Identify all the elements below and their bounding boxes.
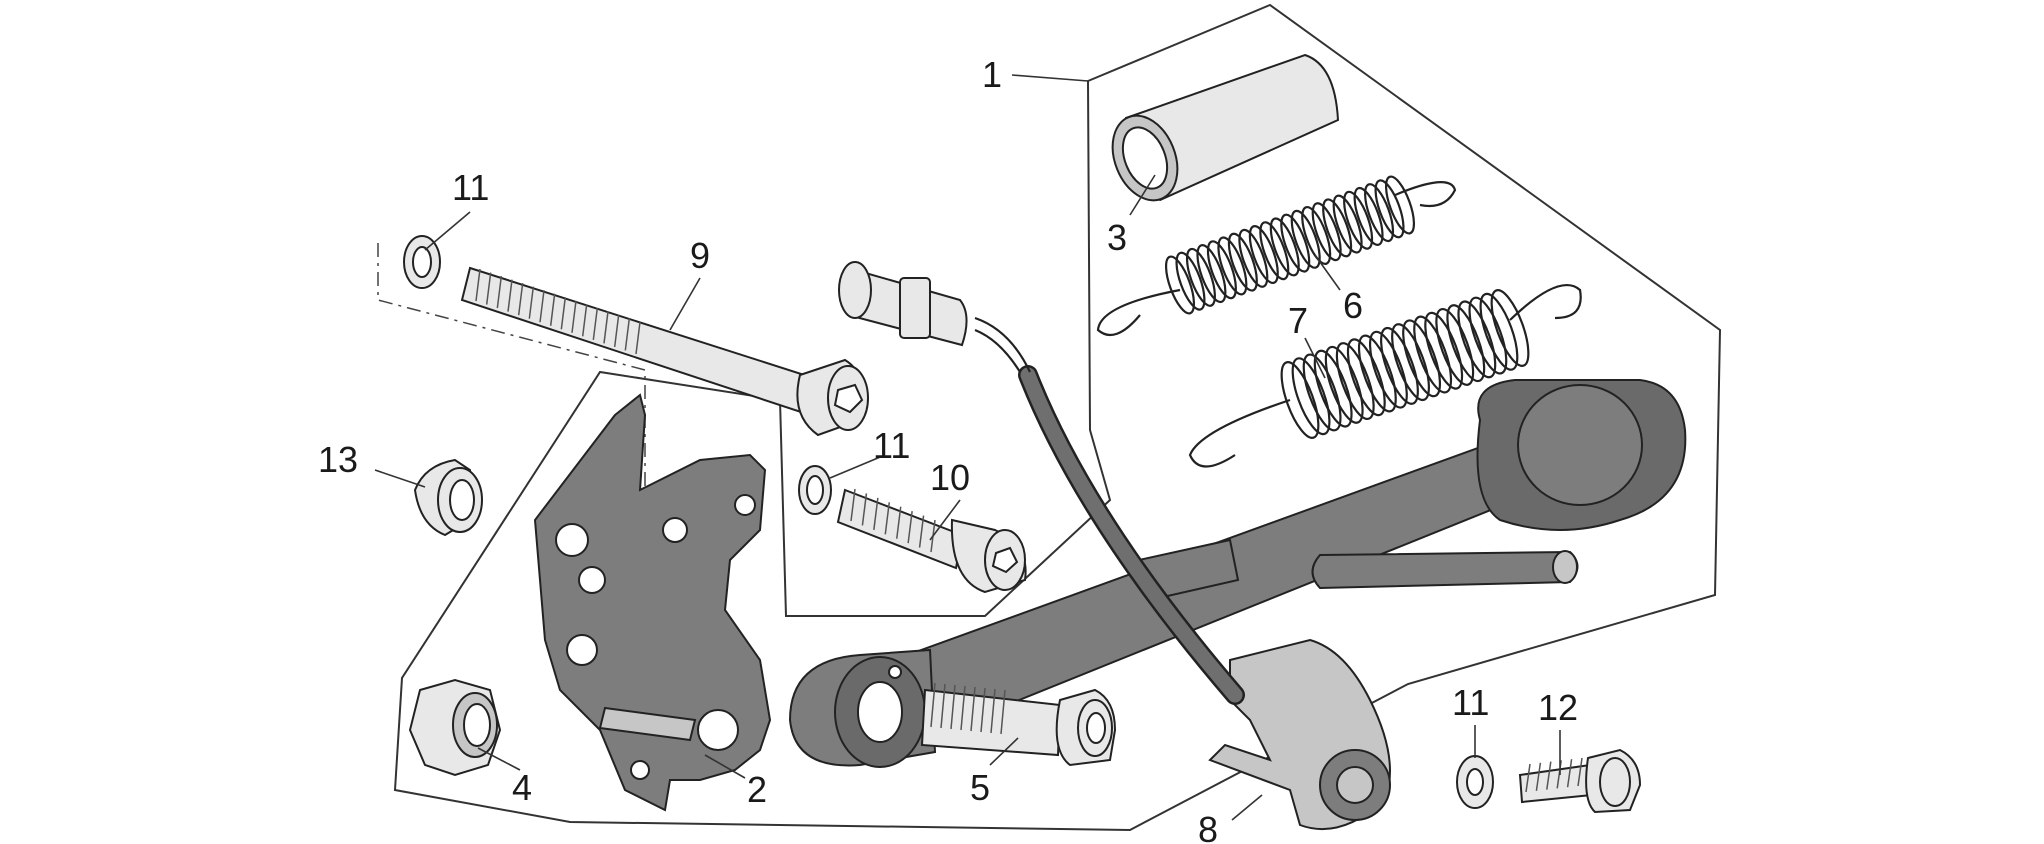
leader-8 <box>1231 794 1263 821</box>
callout-10: 10 <box>930 457 970 498</box>
leader-9 <box>669 277 701 331</box>
part-mounting-plate <box>533 393 772 812</box>
leader-10 <box>929 499 961 541</box>
part-hex-nut <box>408 678 502 777</box>
leader-1 <box>1011 74 1089 82</box>
callout-13: 13 <box>318 439 358 480</box>
callout-5: 5 <box>970 767 990 808</box>
callout-11-lower: 11 <box>1452 682 1489 723</box>
callout-8: 8 <box>1198 809 1218 844</box>
part-small-spring <box>1096 175 1457 337</box>
part-flanged-nut <box>413 458 483 537</box>
callout-12: 12 <box>1538 687 1578 728</box>
part-stand-leg <box>788 379 1687 768</box>
part-washer-lower <box>1456 755 1494 809</box>
leader-13 <box>374 469 426 488</box>
part-bushing-tube <box>1111 53 1340 202</box>
part-long-bolt <box>460 266 869 437</box>
bolt-axis-guide <box>377 243 646 560</box>
callout-9: 9 <box>690 235 710 276</box>
assembly-outline-stand <box>393 3 1722 832</box>
leader-7 <box>1304 337 1326 379</box>
part-washer-middle <box>798 465 832 515</box>
leader-5 <box>989 737 1019 766</box>
part-short-bolt <box>836 488 1027 594</box>
callout-2: 2 <box>747 769 767 810</box>
leader-2 <box>704 754 746 779</box>
part-sensor-switch <box>838 261 968 347</box>
leader-11a <box>424 211 471 251</box>
callout-11-upper: 11 <box>452 167 489 208</box>
callout-11-middle: 11 <box>873 425 910 466</box>
part-washer-upper <box>403 235 441 289</box>
part-switch-bracket <box>1208 638 1391 831</box>
callout-labels: 1 2 3 4 5 6 7 8 9 10 11 11 11 12 13 <box>318 54 1578 844</box>
part-small-bolt <box>1518 748 1642 814</box>
leader-11b <box>829 454 886 479</box>
callout-1: 1 <box>982 54 1002 95</box>
callout-6: 6 <box>1343 285 1363 326</box>
leader-lines <box>374 74 1561 821</box>
callout-7: 7 <box>1288 300 1308 341</box>
callout-4: 4 <box>512 767 532 808</box>
part-pivot-pin <box>920 682 1117 767</box>
leader-4 <box>477 747 521 771</box>
part-large-spring <box>1188 284 1582 468</box>
leader-3 <box>1129 174 1156 216</box>
leader-6 <box>1314 254 1341 291</box>
callout-3: 3 <box>1107 217 1127 258</box>
part-sensor-cable <box>974 316 1245 705</box>
